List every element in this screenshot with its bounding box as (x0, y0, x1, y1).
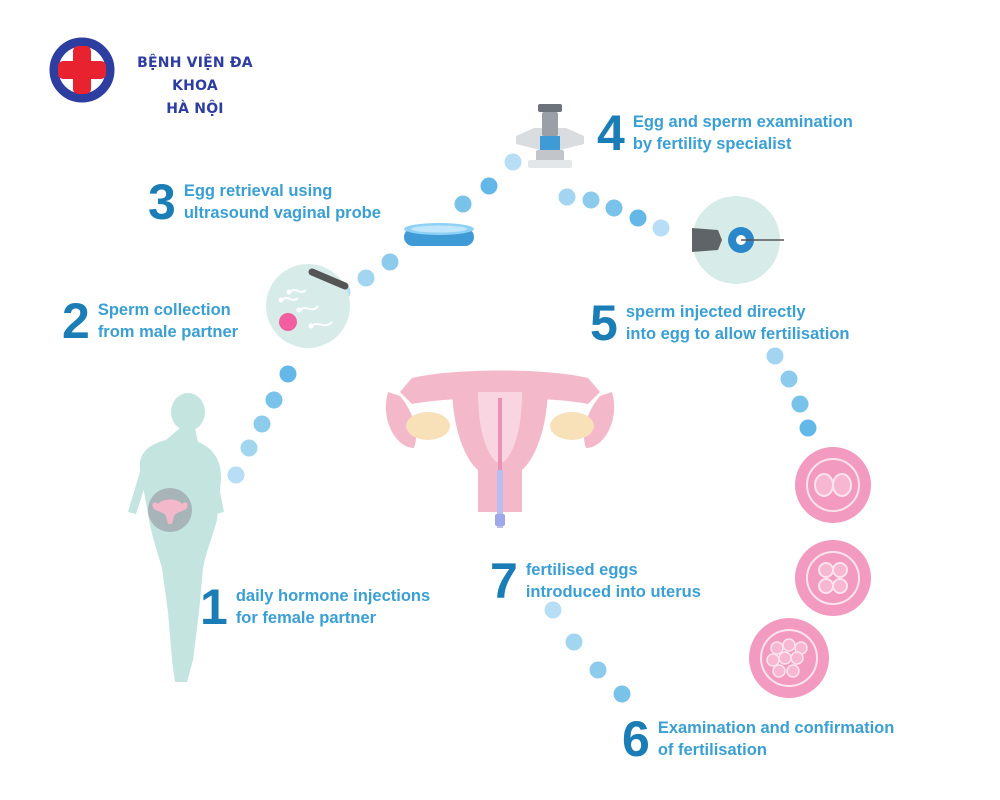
step-5: 5 sperm injected directly into egg to al… (590, 298, 849, 348)
step-label: Egg retrieval using ultrasound vaginal p… (184, 180, 381, 224)
step-2: 2 Sperm collection from male partner (62, 296, 238, 346)
hospital-name: BỆNH VIỆN ĐA KHOA HÀ NỘI (131, 52, 259, 121)
step-label-line2: into egg to allow fertilisation (625, 325, 850, 343)
path-dot (504, 153, 522, 171)
step-label-line1: Sperm collection (97, 301, 231, 319)
step-4: 4 Egg and sperm examination by fertility… (597, 108, 853, 158)
path-dot (565, 633, 583, 651)
path-dot (454, 195, 472, 213)
path-dot (780, 370, 798, 388)
step-label-line1: daily hormone injections (235, 587, 431, 605)
path-dot (357, 269, 375, 287)
hospital-name-line1: BỆNH VIỆN ĐA KHOA (137, 55, 253, 94)
step-1: 1 daily hormone injections for female pa… (200, 582, 430, 632)
path-dot (652, 219, 670, 237)
path-dot (766, 347, 784, 365)
path-dot (544, 601, 562, 619)
step-label: Sperm collection from male partner (98, 299, 238, 343)
uterus-icon (385, 370, 615, 528)
step-label: daily hormone injections for female part… (236, 585, 430, 629)
step-label-line2: from male partner (97, 323, 239, 341)
sperm-egg-icon (266, 264, 350, 348)
step-7: 7 fertilised eggs introduced into uterus (490, 556, 701, 606)
petri-dish-icon (404, 223, 474, 246)
path-dot (582, 191, 600, 209)
woman-silhouette-icon (128, 393, 224, 682)
step-label-line2: ultrasound vaginal probe (183, 204, 381, 222)
path-dot (605, 199, 623, 217)
step-number: 3 (148, 174, 176, 230)
step-label-line1: fertilised eggs (525, 561, 638, 579)
step-label-line1: Examination and confirmation (657, 719, 895, 737)
uterus-badge-icon (148, 488, 192, 532)
step-number: 1 (200, 579, 228, 635)
step-label-line2: of fertilisation (657, 741, 767, 759)
path-dot (265, 391, 283, 409)
microscope-icon (516, 104, 584, 168)
injection-needle-icon (692, 196, 784, 284)
step-label-line1: sperm injected directly (625, 303, 806, 321)
path-dot (279, 365, 297, 383)
step-number: 7 (490, 553, 518, 609)
step-label-line1: Egg retrieval using (183, 182, 333, 200)
path-dot (240, 439, 258, 457)
step-6: 6 Examination and confirmation of fertil… (622, 714, 894, 764)
step-label: Examination and confirmation of fertilis… (658, 717, 895, 761)
step-label-line2: by fertility specialist (632, 135, 792, 153)
embryo-8-cell-icon (749, 618, 829, 698)
path-dot (558, 188, 576, 206)
step-number: 5 (590, 295, 618, 351)
path-dot (253, 415, 271, 433)
path-dot (629, 209, 647, 227)
step-label-line2: for female partner (235, 609, 377, 627)
path-dot (227, 466, 245, 484)
path-dot (613, 685, 631, 703)
step-label-line2: introduced into uterus (525, 583, 701, 601)
path-dot (799, 419, 817, 437)
step-label: Egg and sperm examination by fertility s… (633, 111, 853, 155)
step-number: 2 (62, 293, 90, 349)
step-number: 4 (597, 105, 625, 161)
path-dot (381, 253, 399, 271)
path-dot (791, 395, 809, 413)
path-dot (589, 661, 607, 679)
step-label: fertilised eggs introduced into uterus (526, 559, 701, 603)
step-number: 6 (622, 711, 650, 767)
step-label-line1: Egg and sperm examination (632, 113, 853, 131)
step-label: sperm injected directly into egg to allo… (626, 301, 850, 345)
hospital-cross-logo-icon (49, 37, 115, 103)
step-3: 3 Egg retrieval using ultrasound vaginal… (148, 177, 381, 227)
embryo-4-cell-icon (795, 540, 871, 616)
hospital-name-line2: HÀ NỘI (166, 101, 224, 117)
embryo-2-cell-icon (795, 447, 871, 523)
path-dot (480, 177, 498, 195)
